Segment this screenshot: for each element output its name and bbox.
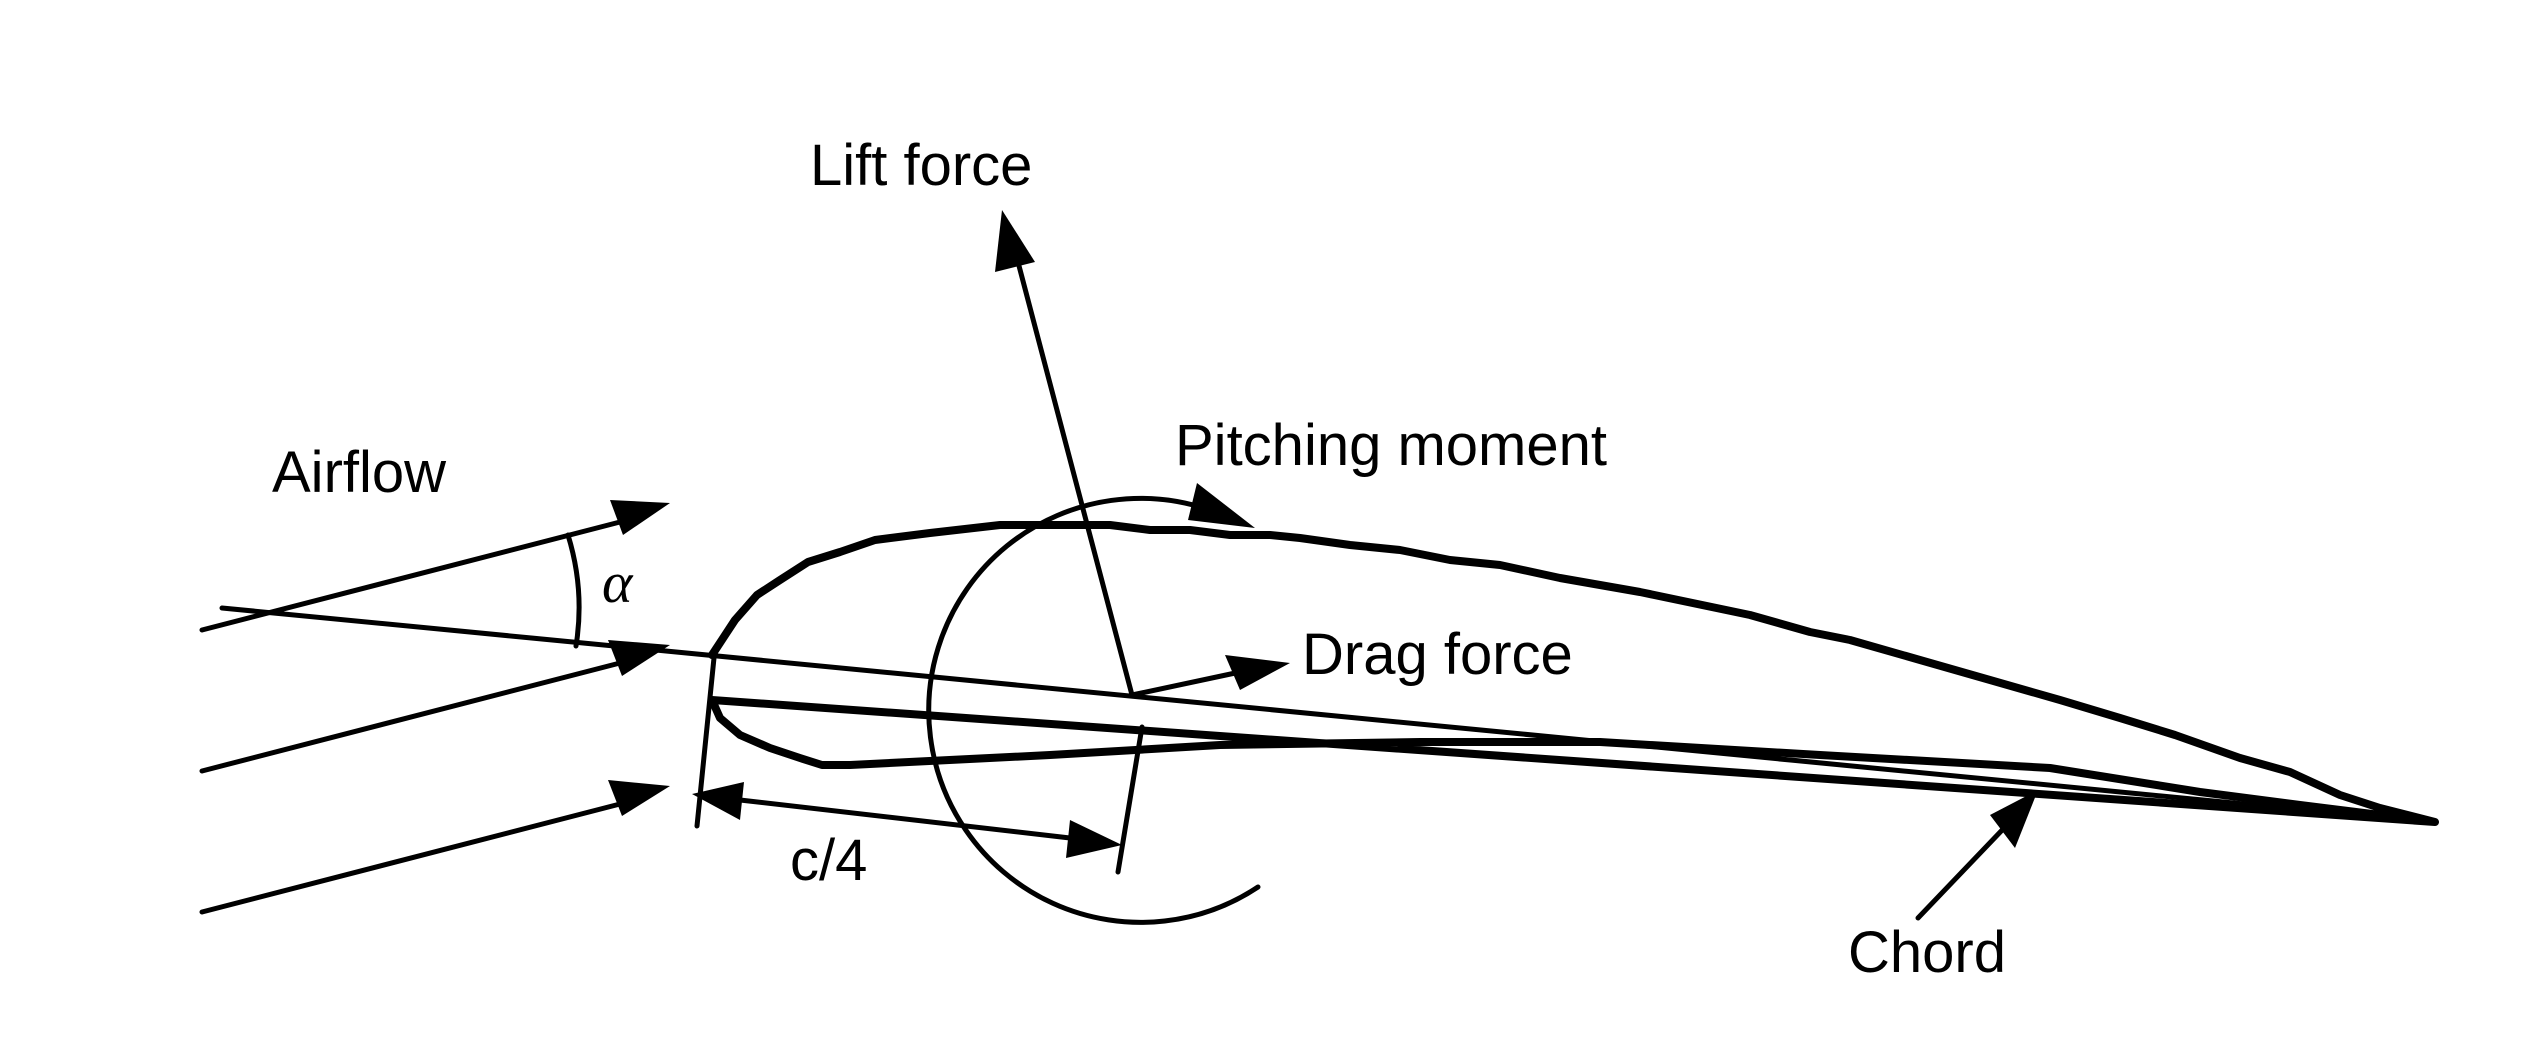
- quarter-chord-arrowhead-left: [692, 782, 744, 820]
- drag-force-arrowhead: [1225, 655, 1290, 690]
- airflow-arrowhead-3: [608, 780, 670, 816]
- chord-pointer-arrow: [1915, 823, 2009, 921]
- drag-force-arrow: [1129, 669, 1243, 698]
- pitching-moment-label: Pitching moment: [1175, 413, 1607, 478]
- airflow-label: Airflow: [272, 440, 447, 505]
- alpha-label: α: [602, 550, 634, 615]
- chord-pointer-arrowhead: [1990, 790, 2038, 848]
- alpha-arc: [565, 532, 582, 649]
- lift-force-arrow: [1015, 259, 1135, 698]
- quarter-chord-tick: [1115, 724, 1145, 875]
- airflow-arrow-1: [199, 519, 623, 633]
- airflow-arrowhead-2: [608, 640, 670, 676]
- airflow-arrowhead-1: [610, 500, 670, 535]
- chord-line: [219, 605, 2433, 825]
- lift-force-label: Lift force: [810, 133, 1032, 198]
- quarter-chord-label: c/4: [790, 828, 867, 893]
- airfoil-outline: [708, 521, 2439, 826]
- lift-force-arrowhead: [995, 210, 1035, 272]
- airflow-arrow-2: [199, 660, 623, 774]
- chord-label: Chord: [1848, 920, 2006, 985]
- pitching-moment-arc: [926, 495, 1261, 925]
- quarter-chord-arrowhead-right: [1066, 820, 1122, 858]
- airflow-arrow-3: [199, 801, 623, 915]
- pitching-moment-arrowhead: [1188, 483, 1255, 528]
- drag-force-label: Drag force: [1302, 622, 1573, 687]
- quarter-chord-dimension-line: [737, 797, 1073, 841]
